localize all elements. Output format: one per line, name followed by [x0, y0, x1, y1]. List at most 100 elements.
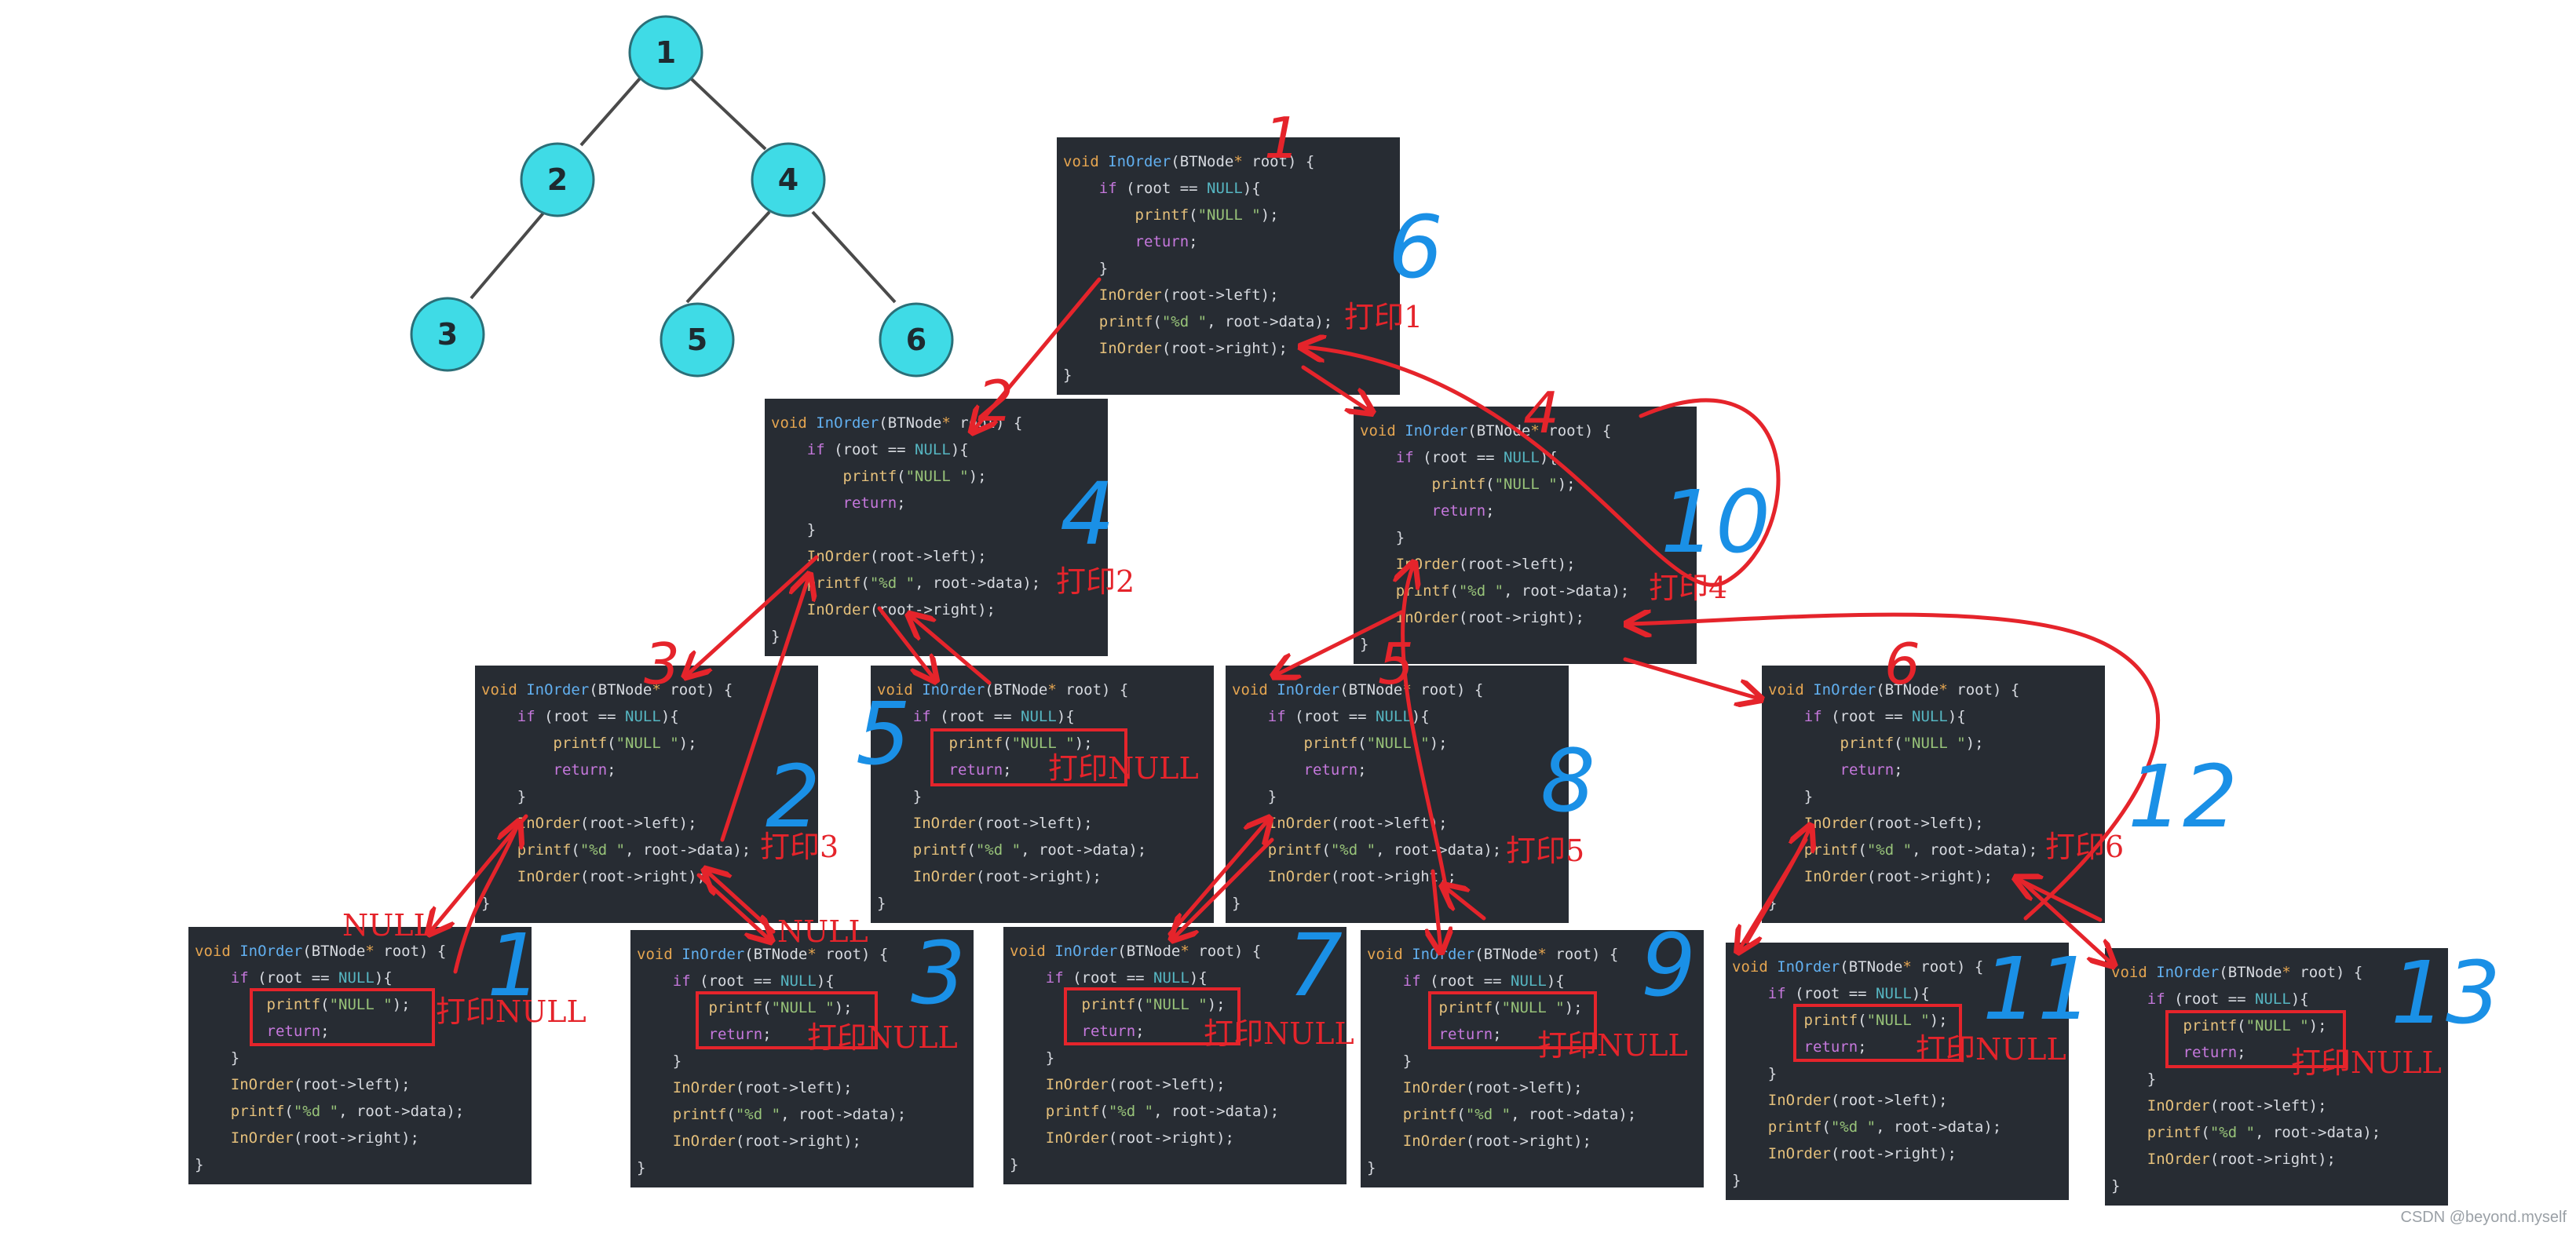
code-line-signature: void InOrder(BTNode* root) {: [1732, 958, 1984, 976]
code-line-close-fn: }: [637, 1159, 646, 1176]
code-line-if: if (root == NULL){: [1045, 969, 1208, 987]
red-step-number: 3: [644, 631, 680, 697]
code-line-printf-null: printf("NULL ");: [553, 735, 697, 752]
print-null-label: 打印NULL: [807, 1020, 958, 1055]
red-step-number: 1: [1264, 105, 1300, 171]
code-line-close-if: }: [517, 788, 527, 805]
blue-order-number: 3: [911, 923, 966, 1023]
code-line-return: return;: [948, 761, 1012, 779]
code-line-left: InOrder(root->left);: [1395, 556, 1576, 573]
code-line-right: InOrder(root->right);: [1402, 1133, 1591, 1150]
blue-order-number: 11: [1982, 939, 2092, 1039]
code-line-close-if: }: [672, 1052, 682, 1070]
print-null-label: 打印NULL: [1204, 1016, 1354, 1051]
code-line-left: InOrder(root->left);: [672, 1079, 853, 1096]
print-label-3: 打印3: [760, 830, 839, 864]
code-line-close-fn: }: [1732, 1172, 1741, 1189]
code-line-printf-null: printf("NULL ");: [948, 735, 1093, 752]
code-line-close-fn: }: [1010, 1156, 1019, 1173]
code-line-close-if: }: [1267, 788, 1277, 805]
code-line-printf-null: printf("NULL ");: [1303, 735, 1448, 752]
highlight-null-branch: [1793, 1004, 1962, 1062]
code-line-close-fn: }: [877, 895, 886, 912]
code-panel-call-4: void InOrder(BTNode* root) { if (root ==…: [188, 927, 532, 1184]
code-line-printf-null: printf("NULL ");: [1438, 999, 1583, 1016]
watermark: CSDN @beyond.myself: [2400, 1209, 2567, 1226]
svg-text:5: 5: [687, 323, 707, 357]
print-label-6: 打印6: [2045, 830, 2125, 864]
tree-edge-1-2: [579, 77, 641, 147]
code-line-close-if: }: [1803, 788, 1814, 805]
code-line-signature: void InOrder(BTNode* root) {: [1010, 943, 1262, 960]
code-line-return: return;: [1081, 1023, 1145, 1040]
code-line-printf-null: printf("NULL ");: [708, 999, 853, 1016]
print-null-label: 打印NULL: [436, 994, 586, 1029]
code-line-printf-data: printf("%d ", root->data);: [912, 841, 1147, 859]
code-line-signature: void InOrder(BTNode* root) {: [771, 414, 1023, 432]
code-line-if: if (root == NULL){: [1402, 972, 1565, 990]
code-line-close-if: }: [1098, 260, 1109, 277]
code-line-return: return;: [1135, 233, 1198, 250]
code-line-printf-null: printf("NULL ");: [1135, 206, 1279, 224]
highlight-null-branch: [1428, 991, 1597, 1049]
print-null-label: 打印NULL: [1048, 751, 1199, 786]
blue-order-number: 9: [1641, 915, 1696, 1016]
code-line-signature: void InOrder(BTNode* root) {: [637, 946, 889, 963]
highlight-null-branch: [250, 988, 435, 1046]
code-line-return: return;: [266, 1023, 330, 1040]
code-line-signature: void InOrder(BTNode* root) {: [195, 943, 447, 960]
code-line-if: if (root == NULL){: [806, 441, 969, 458]
svg-text:3: 3: [437, 317, 458, 352]
svg-text:2: 2: [547, 162, 568, 197]
tree-edge-4-5: [685, 210, 771, 304]
print-null-label: 打印NULL: [1537, 1028, 1688, 1063]
code-line-left: InOrder(root->left);: [1267, 815, 1448, 832]
code-line-close-fn: }: [2111, 1177, 2121, 1195]
code-line-printf-data: printf("%d ", root->data);: [1395, 582, 1630, 600]
print-null-label: 打印NULL: [2291, 1045, 2442, 1080]
code-line-printf-data: printf("%d ", root->data);: [2147, 1124, 2381, 1141]
highlight-null-branch: [930, 728, 1127, 786]
binary-tree: 1 2 4 3 5 6: [410, 15, 954, 378]
code-line-if: if (root == NULL){: [1267, 708, 1430, 725]
code-panel-call-6: void InOrder(BTNode* root) { if (root ==…: [871, 666, 1214, 923]
tree-node-3: 3: [410, 297, 485, 372]
print-label-5: 打印5: [1506, 834, 1585, 868]
blue-order-number: 4: [1060, 464, 1115, 564]
code-line-close-if: }: [1767, 1065, 1778, 1082]
code-line-printf-null: printf("NULL ");: [1431, 476, 1576, 493]
blue-order-number: 12: [2128, 746, 2238, 847]
code-line-signature: void InOrder(BTNode* root) {: [1768, 681, 2020, 699]
tree-edges: [470, 77, 897, 304]
code-line-close-if: }: [1395, 529, 1405, 546]
code-line-return: return;: [708, 1026, 772, 1043]
code-line-signature: void InOrder(BTNode* root) {: [877, 681, 1129, 699]
code-line-close-if: }: [806, 521, 817, 538]
code-line-left: InOrder(root->left);: [1098, 286, 1279, 304]
tree-node-6: 6: [879, 302, 954, 378]
code-panel-call-2: void InOrder(BTNode* root) { if (root ==…: [765, 399, 1108, 656]
null-word-label: NULL: [342, 908, 433, 943]
svg-text:1: 1: [656, 35, 676, 70]
tree-edge-2-3: [470, 209, 547, 300]
code-line-printf-null: printf("NULL ");: [1081, 996, 1226, 1013]
blue-order-number: 2: [765, 746, 820, 847]
code-line-left: InOrder(root->left);: [806, 548, 987, 565]
code-line-return: return;: [1438, 1026, 1502, 1043]
code-panel-call-13: void InOrder(BTNode* root) { if (root ==…: [2105, 948, 2448, 1206]
blue-order-number: 1: [487, 915, 542, 1016]
code-line-close-if: }: [230, 1049, 240, 1067]
tree-node-2: 2: [520, 142, 595, 217]
code-line-close-fn: }: [195, 1156, 204, 1173]
blue-order-number: 5: [856, 684, 911, 784]
code-line-printf-data: printf("%d ", root->data);: [806, 575, 1041, 592]
code-line-close-fn: }: [481, 895, 491, 912]
code-line-close-fn: }: [1768, 895, 1778, 912]
code-panel-call-8: void InOrder(BTNode* root) { if (root ==…: [1226, 666, 1569, 923]
code-line-if: if (root == NULL){: [1098, 180, 1261, 197]
svg-text:6: 6: [906, 323, 926, 357]
code-line-printf-data: printf("%d ", root->data);: [1098, 313, 1333, 330]
code-line-printf-data: printf("%d ", root->data);: [517, 841, 751, 859]
highlight-null-branch: [1064, 987, 1240, 1045]
code-line-return: return;: [1431, 502, 1495, 520]
